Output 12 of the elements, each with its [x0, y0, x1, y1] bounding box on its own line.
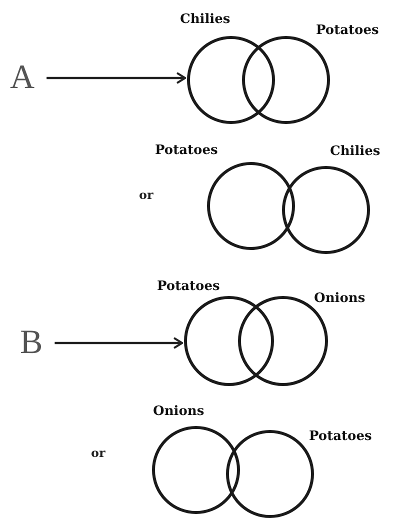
set-label: Potatoes — [155, 143, 218, 159]
or-text: or — [139, 188, 154, 202]
set-label: Onions — [314, 291, 366, 307]
or-text: or — [91, 446, 106, 460]
option-letter: A — [10, 60, 35, 96]
set-label: Potatoes — [309, 429, 372, 445]
option-letter: B — [20, 325, 43, 361]
set-label: Potatoes — [316, 23, 379, 39]
set-label: Onions — [153, 404, 204, 420]
set-label: Chilies — [180, 12, 230, 28]
set-label: Chilies — [330, 144, 380, 160]
set-label: Potatoes — [157, 279, 220, 295]
